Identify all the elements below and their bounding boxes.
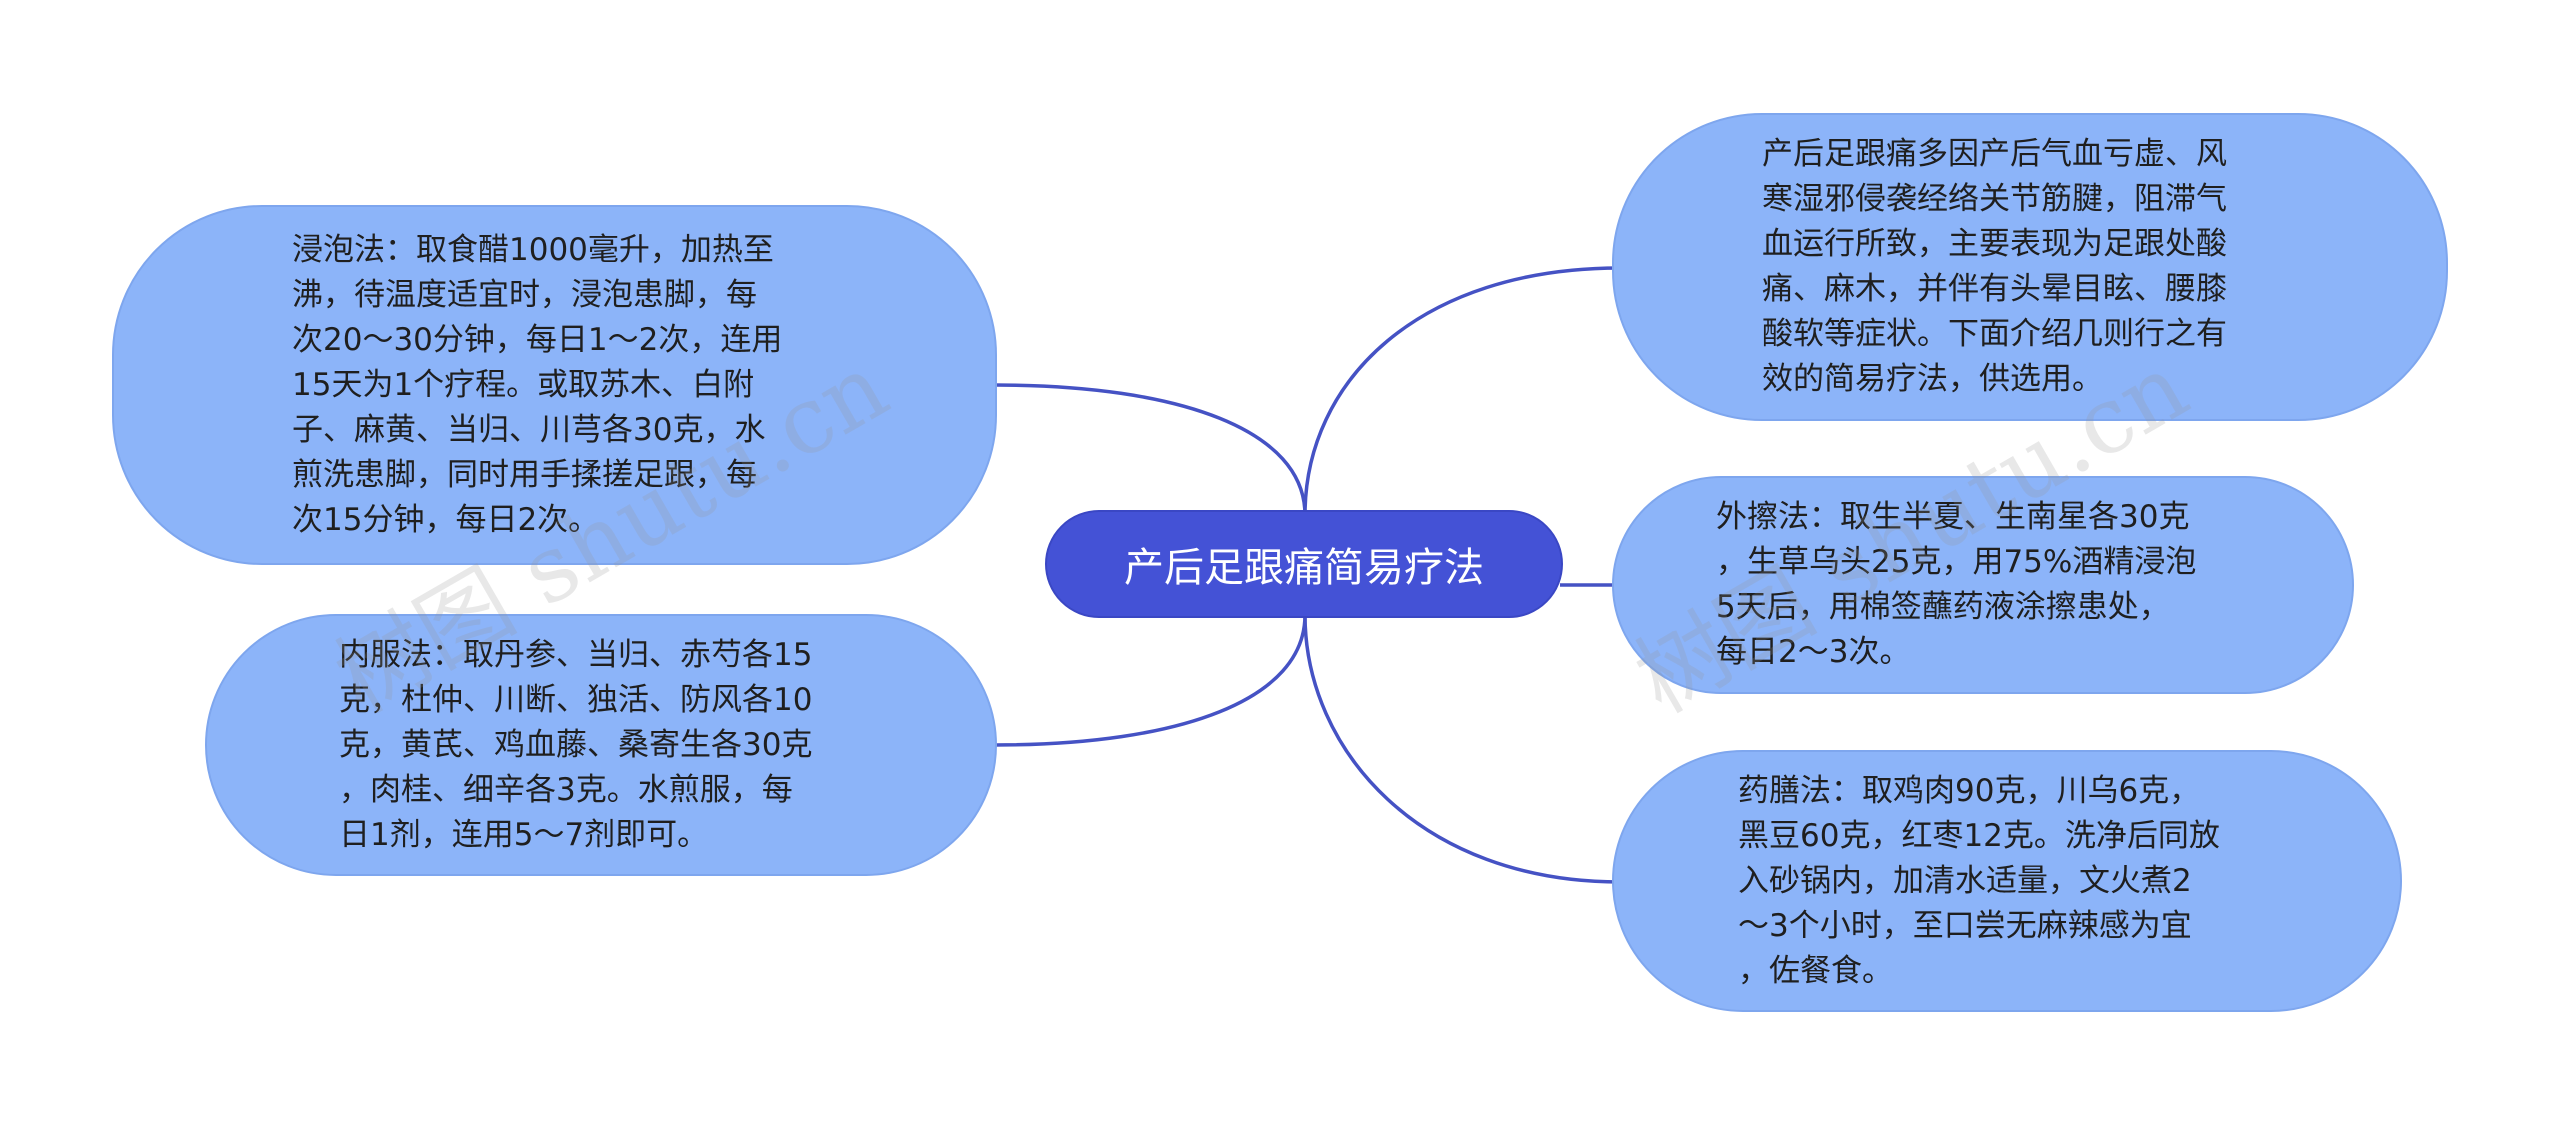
node-oral-method[interactable]: 内服法：取丹参、当归、赤芍各15 克，杜仲、川断、独活、防风各10 克，黄芪、鸡… <box>205 614 997 876</box>
node-oral-text: 内服法：取丹参、当归、赤芍各15 克，杜仲、川断、独活、防风各10 克，黄芪、鸡… <box>339 636 813 853</box>
connector-diet <box>1303 614 1621 884</box>
connector-soak <box>994 383 1307 516</box>
node-soak-text: 浸泡法：取食醋1000毫升，加热至 沸，待温度适宜时，浸泡患脚，每 次20～30… <box>292 231 783 538</box>
node-rub-method[interactable]: 外擦法：取生半夏、生南星各30克 ，生草乌头25克，用75%酒精浸泡 5天后，用… <box>1612 476 2354 694</box>
node-soak-method[interactable]: 浸泡法：取食醋1000毫升，加热至 沸，待温度适宜时，浸泡患脚，每 次20～30… <box>112 205 997 565</box>
node-diet-method[interactable]: 药膳法：取鸡肉90克，川乌6克， 黑豆60克，红枣12克。洗净后同放 入砂锅内，… <box>1612 750 2402 1012</box>
central-topic[interactable]: 产后足跟痛简易疗法 <box>1045 510 1563 618</box>
connector-intro <box>1303 266 1621 516</box>
node-rub-text: 外擦法：取生半夏、生南星各30克 ，生草乌头25克，用75%酒精浸泡 5天后，用… <box>1716 499 2197 670</box>
node-intro[interactable]: 产后足跟痛多因产后气血亏虚、风 寒湿邪侵袭经络关节筋腱，阻滞气 血运行所致，主要… <box>1612 113 2448 421</box>
node-intro-text: 产后足跟痛多因产后气血亏虚、风 寒湿邪侵袭经络关节筋腱，阻滞气 血运行所致，主要… <box>1762 136 2227 397</box>
central-topic-label: 产后足跟痛简易疗法 <box>1124 545 1484 591</box>
connector-oral <box>994 614 1307 747</box>
node-diet-text: 药膳法：取鸡肉90克，川乌6克， 黑豆60克，红枣12克。洗净后同放 入砂锅内，… <box>1738 772 2220 989</box>
